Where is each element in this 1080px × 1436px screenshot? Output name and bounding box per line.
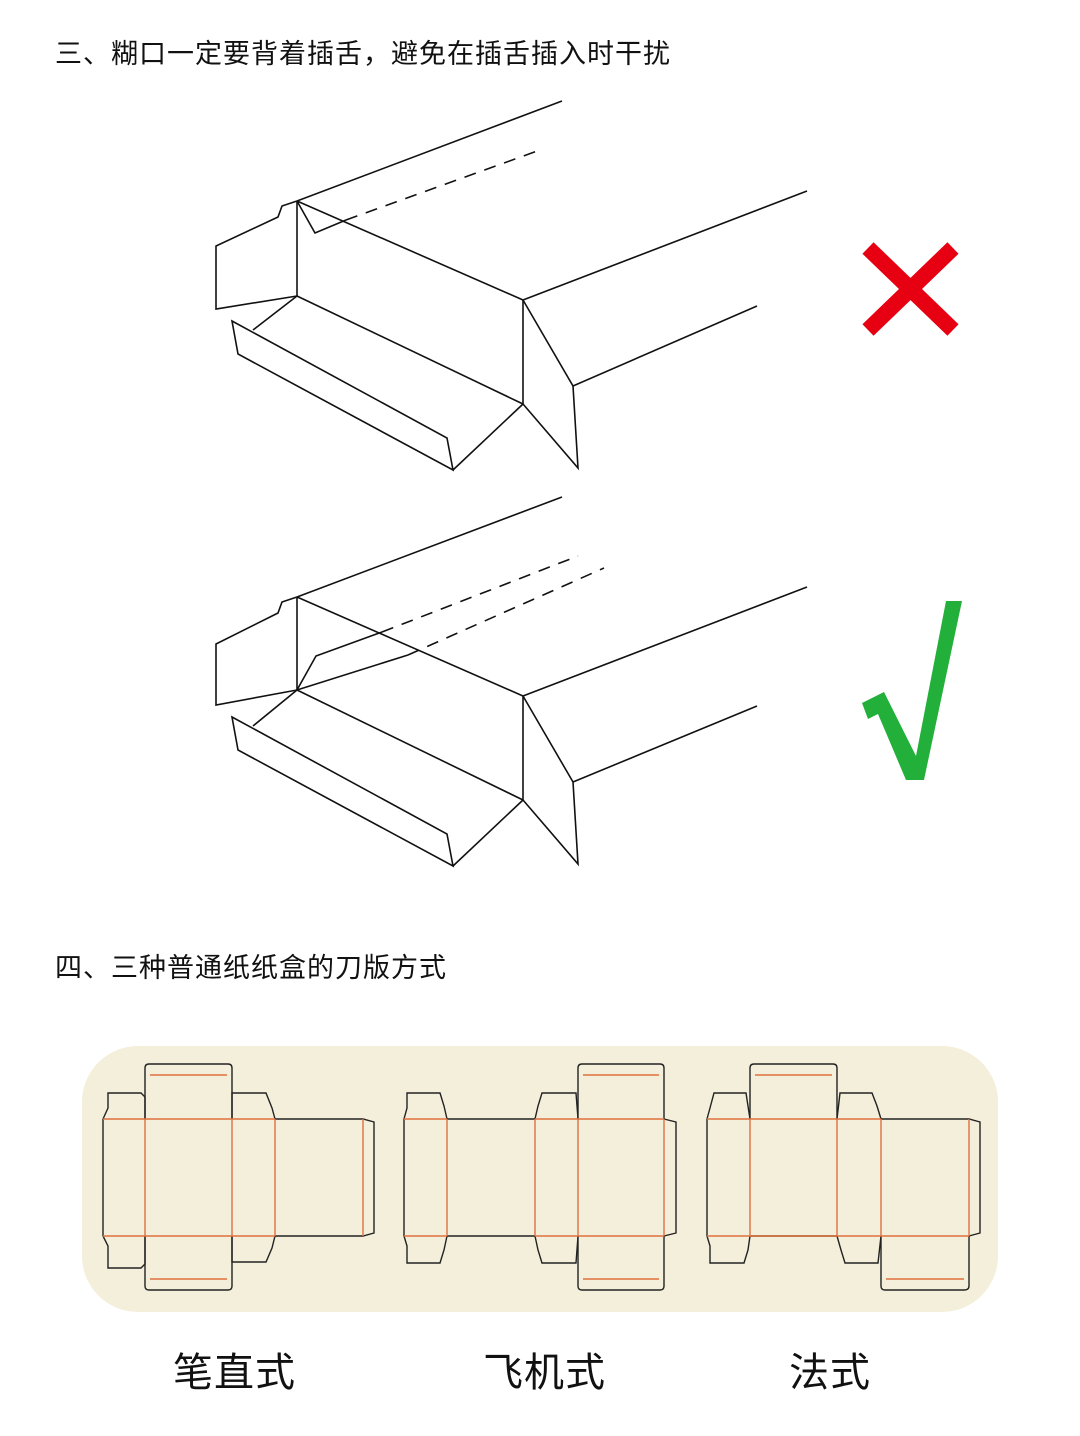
dieline-french-reverse-tuck bbox=[706, 1063, 981, 1291]
cross-icon bbox=[862, 242, 959, 336]
box-folding-illustrations bbox=[215, 100, 962, 868]
label-airplane: 飞机式 bbox=[483, 1350, 606, 1396]
label-straight-tuck: 笔直式 bbox=[173, 1350, 296, 1396]
label-french: 法式 bbox=[789, 1350, 871, 1396]
dieline-panel bbox=[82, 1046, 998, 1312]
dieline-airplane bbox=[403, 1063, 677, 1291]
section-3-heading: 三、糊口一定要背着插舌，避免在插舌插入时干扰 bbox=[55, 39, 671, 70]
correct-box-diagram bbox=[215, 496, 808, 868]
dieline-straight-tuck bbox=[102, 1063, 375, 1291]
checkmark-icon bbox=[862, 601, 962, 780]
section-4-heading: 四、三种普通纸纸盒的刀版方式 bbox=[55, 953, 447, 984]
wrong-box-diagram bbox=[215, 100, 808, 472]
